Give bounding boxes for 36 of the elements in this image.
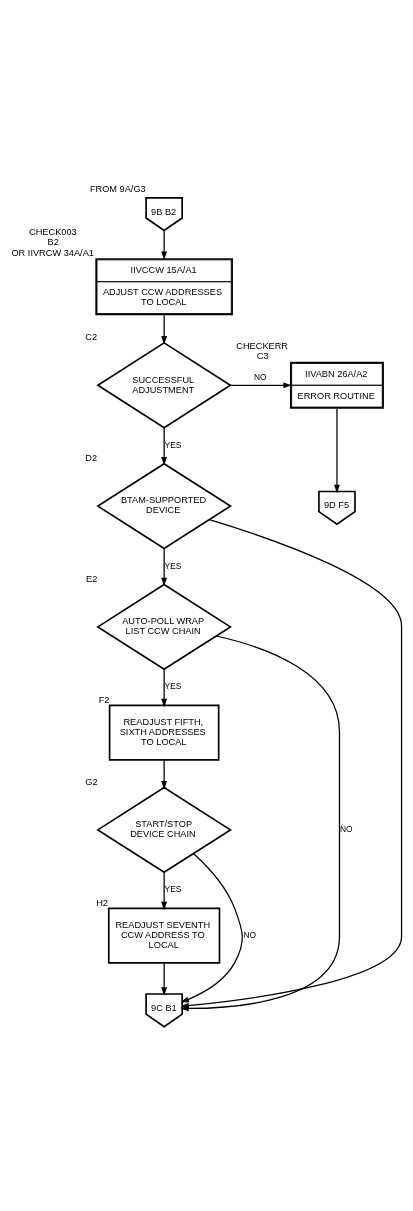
node-label: CHECKERR xyxy=(236,341,289,352)
edge-label: YES xyxy=(164,681,182,692)
arrow xyxy=(334,408,340,494)
edge-label: YES xyxy=(164,560,182,571)
arrow xyxy=(161,668,168,708)
arrow xyxy=(161,314,168,345)
node-label: B2 xyxy=(47,237,59,248)
arrow xyxy=(229,382,292,389)
arrow xyxy=(161,427,168,466)
node-label: OR IIVRCW 34A/A1 xyxy=(11,247,94,258)
edge-label: NO xyxy=(243,929,256,940)
node-label: C3 xyxy=(256,351,269,362)
node-label: C2 xyxy=(85,332,98,343)
node-label: E2 xyxy=(86,573,98,584)
edge-label: NO xyxy=(253,372,267,383)
node-diamond: SUCCESSFUL ADJUSTMENT xyxy=(96,341,232,429)
node-label: FROM 9A/G3 xyxy=(89,183,146,194)
node-box: READJUST FIFTH, SIXTH ADDRESSES TO LOCAL xyxy=(108,704,220,761)
node-diamond: START/STOP DEVICE CHAIN xyxy=(96,786,232,874)
node-label: CHECK003 xyxy=(29,227,77,238)
node-diamond: BTAM-SUPPORTED DEVICE xyxy=(96,462,232,550)
arrow xyxy=(161,962,168,996)
edge-label: YES xyxy=(164,884,182,895)
arrow xyxy=(161,759,168,790)
node-diamond: AUTO-POLL WRAP LIST CCW CHAIN xyxy=(96,583,232,671)
arrow xyxy=(180,852,243,1003)
arrow xyxy=(161,547,168,587)
arrow xyxy=(161,230,168,260)
node-box: READJUST SEVENTH CCW ADDRESS TO LOCAL xyxy=(107,907,221,964)
node-label: G2 xyxy=(85,776,98,787)
node-label: D2 xyxy=(85,453,98,464)
node-label: F2 xyxy=(98,694,110,705)
node-label: H2 xyxy=(96,897,108,908)
edge-label: NO xyxy=(339,824,353,835)
edge-label: YES xyxy=(164,439,182,450)
arrow xyxy=(161,871,168,911)
